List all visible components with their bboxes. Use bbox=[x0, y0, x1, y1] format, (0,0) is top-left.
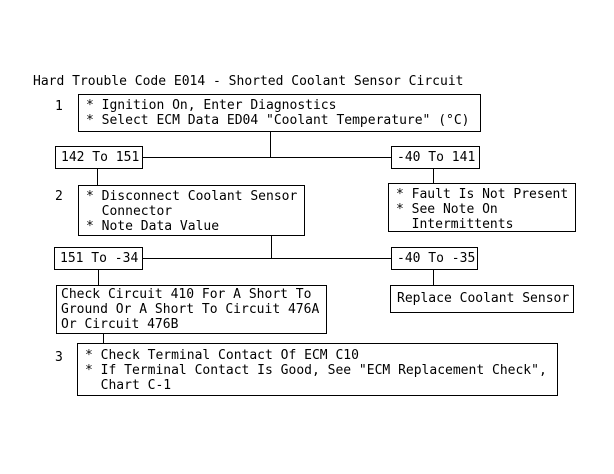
step-number-2: 2 bbox=[55, 189, 63, 204]
check-circuit-box: Check Circuit 410 For A Short To Ground … bbox=[56, 285, 327, 334]
branch2-left-range-box: 151 To -34 bbox=[54, 247, 143, 270]
step-number-3: 3 bbox=[55, 350, 63, 365]
connector-branch1-left-vertical bbox=[97, 169, 98, 185]
connector-step2-vertical bbox=[271, 236, 272, 258]
connector-branch2-right-vertical bbox=[433, 270, 434, 285]
step-number-1: 1 bbox=[55, 99, 63, 114]
connector-step1-vertical bbox=[270, 132, 271, 157]
connector-branch2-horizontal bbox=[143, 258, 391, 259]
page-title: Hard Trouble Code E014 - Shorted Coolant… bbox=[33, 74, 464, 89]
step1-box: * Ignition On, Enter Diagnostics * Selec… bbox=[78, 94, 481, 132]
replace-sensor-box: Replace Coolant Sensor bbox=[390, 285, 574, 313]
connector-branch2-left-vertical bbox=[98, 270, 99, 285]
branch1-left-range-box: 142 To 151 bbox=[55, 146, 143, 169]
step2-box: * Disconnect Coolant Sensor Connector * … bbox=[78, 185, 305, 236]
branch2-right-range-box: -40 To -35 bbox=[391, 247, 478, 270]
branch1-right-range-box: -40 To 141 bbox=[391, 146, 480, 169]
step3-box: * Check Terminal Contact Of ECM C10 * If… bbox=[77, 343, 558, 396]
fault-not-present-box: * Fault Is Not Present * See Note On Int… bbox=[388, 183, 576, 232]
connector-branch1-right-vertical bbox=[433, 169, 434, 183]
connector-step3-vertical bbox=[103, 334, 104, 343]
connector-branch1-horizontal bbox=[142, 157, 391, 158]
